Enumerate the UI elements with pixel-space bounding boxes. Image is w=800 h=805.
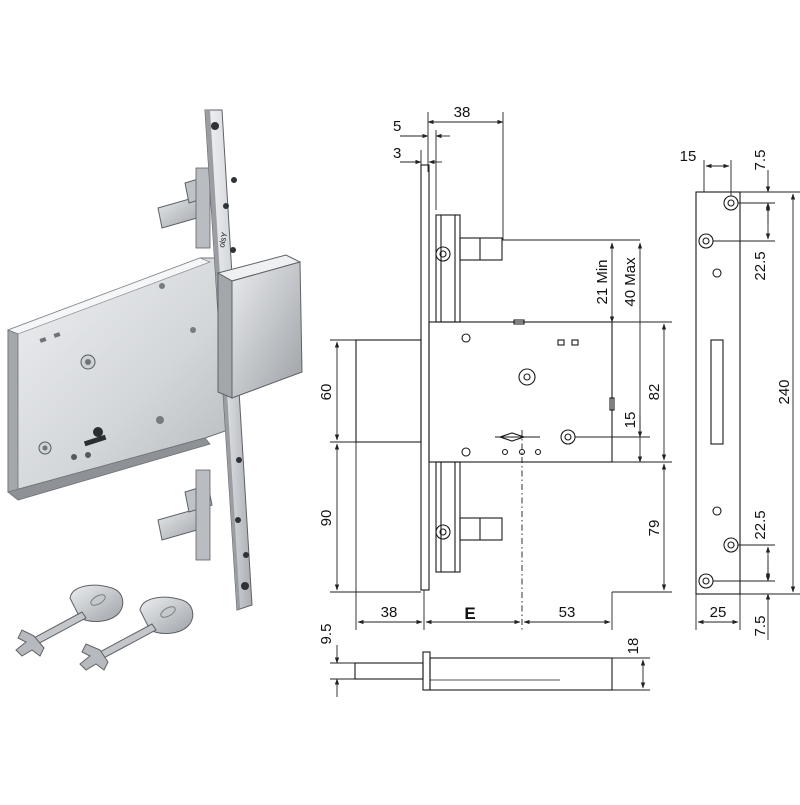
upper-latch-tongue (459, 237, 503, 261)
side-dimension-lines (330, 112, 672, 630)
bolt-profile-drawing (354, 651, 613, 691)
dim-top-3: 3 (393, 145, 401, 162)
dim-face-width-25: 25 (710, 604, 727, 621)
dim-bolt-21min: 21 Min (594, 259, 611, 304)
dim-face-15: 15 (680, 148, 697, 165)
key-left (15, 584, 124, 657)
side-dimension-labels: 38 5 3 21 Min 40 Max 60 90 82 15 79 38 E… (318, 104, 663, 623)
faceplate-front-drawing (695, 191, 741, 595)
dim-face-top-7-5: 7.5 (752, 150, 769, 171)
dim-height-90: 90 (318, 510, 335, 527)
faceplate-dimension-labels: 15 7.5 22.5 240 22.5 25 7.5 (680, 148, 793, 636)
dim-bolt-40max: 40 Max (622, 257, 639, 307)
lower-latch-tongue (459, 517, 503, 541)
dead-bolt-block (216, 254, 303, 399)
lock-case (6, 257, 229, 501)
faceplate-dimension-lines (695, 160, 800, 640)
bolt-rod (354, 662, 424, 680)
dim-height-60: 60 (318, 384, 335, 401)
upper-latch-bolts (157, 167, 213, 249)
dim-face-upper-22-5: 22.5 (752, 251, 769, 280)
faceplate-outline (695, 191, 741, 595)
dim-face-lower-22-5: 22.5 (752, 510, 769, 539)
dim-face-total-240: 240 (776, 379, 793, 404)
dim-bottom-38: 38 (381, 604, 398, 621)
bolt-body (429, 657, 613, 691)
dim-height-82: 82 (646, 384, 663, 401)
lock-case-profile (428, 321, 613, 463)
dim-height-15: 15 (622, 412, 639, 429)
upper-latch-housing (435, 214, 461, 323)
dim-top-38: 38 (454, 104, 471, 121)
key-right (79, 596, 194, 671)
lower-latch-housing (435, 461, 461, 573)
bolt-profile-dimension-lines (330, 645, 650, 697)
dead-bolt-profile (355, 339, 422, 443)
bolt-flange (422, 651, 431, 691)
dim-backset-E: E (464, 604, 475, 623)
dim-bolt-9-5: 9.5 (318, 624, 335, 645)
dim-top-5: 5 (393, 118, 401, 135)
brand-engraving: olsY (217, 231, 229, 249)
bolt-profile-labels: 9.5 18 (318, 624, 642, 655)
side-elevation-drawing (355, 164, 615, 632)
faceplate-profile (420, 164, 430, 591)
dim-bottom-53: 53 (559, 604, 576, 621)
bolt-slot (710, 339, 724, 445)
dim-height-79: 79 (646, 520, 663, 537)
lower-latch-bolts (157, 469, 213, 561)
lock-photo: olsY (6, 109, 303, 671)
dim-face-bottom-7-5: 7.5 (752, 616, 769, 637)
dim-bolt-18: 18 (625, 638, 642, 655)
